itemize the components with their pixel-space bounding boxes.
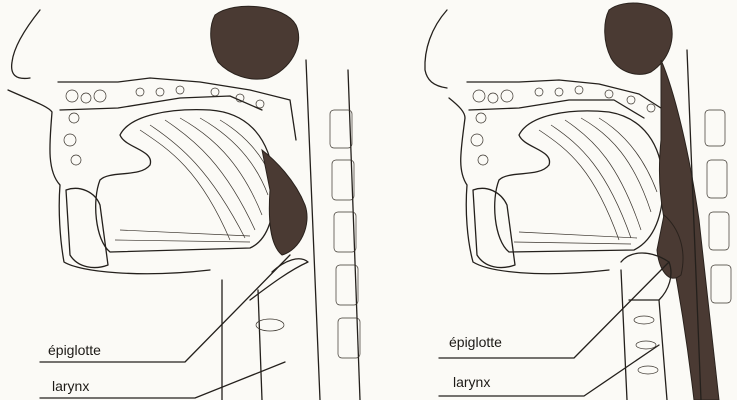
tracheal-rings [634,316,658,374]
epiglottis-label: épiglotte [449,334,502,350]
vertebrae [705,110,731,303]
nose-outline [425,10,447,88]
trachea-back [258,290,262,400]
epiglottis-label: épiglotte [48,342,101,358]
vertebrae [330,110,360,358]
larynx-label: larynx [52,378,89,394]
right-cross-section-illustration [369,0,737,400]
face-outline [8,90,210,274]
left-cross-section-illustration [0,0,368,400]
hard-palate [60,96,262,110]
mandible [473,188,515,267]
trachea-back [659,300,667,400]
larynx-label: larynx [453,374,490,390]
ethmoid-cells [471,86,655,165]
mandible [66,188,108,267]
tongue-outline [495,111,663,252]
adenoid-mass [211,6,299,79]
tongue-muscle-fibers [115,118,270,242]
right-panel-airway-closed: épiglotte larynx [369,0,737,400]
spine-back [348,70,360,400]
spine-front [306,60,320,400]
tongue-muscle-fibers [514,118,657,244]
left-panel-airway-open: épiglotte larynx [0,0,368,400]
nose-outline [12,10,40,78]
trachea-front [621,270,627,400]
soft-palate-shadow [262,150,307,255]
hyoid-ellipse [256,319,284,331]
tongue-outline [96,110,275,252]
